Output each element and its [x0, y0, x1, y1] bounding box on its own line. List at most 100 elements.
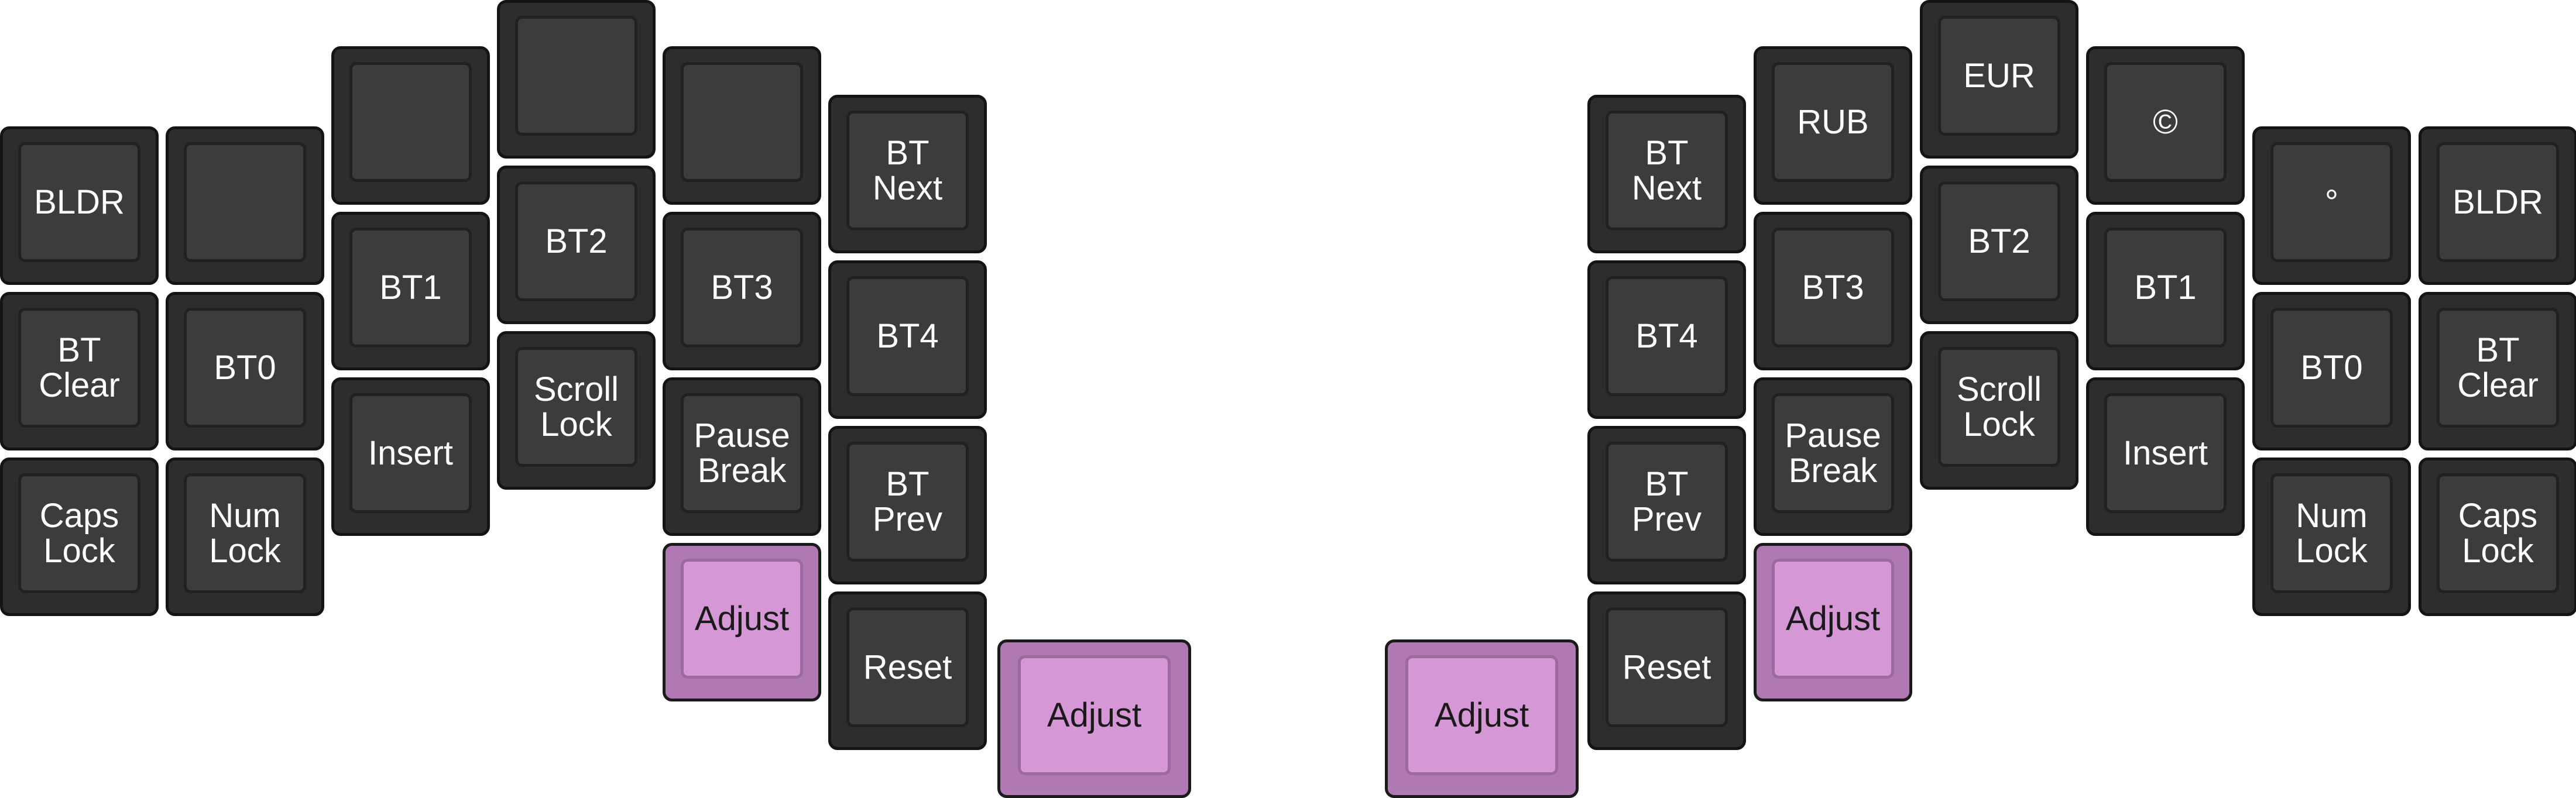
right-key-blank: °: [2252, 126, 2411, 285]
right-key-bt-next: BT Next: [1587, 95, 1746, 253]
right-key-eur: EUR: [1920, 0, 2078, 159]
left-key-bt-prev: BT Prev: [828, 426, 987, 584]
key-legend: Pause Break: [1785, 416, 1881, 490]
keycap-top: [515, 16, 637, 136]
key-legend: ©: [2153, 102, 2178, 141]
key-legend: Adjust: [694, 599, 790, 638]
keycap-top: [18, 308, 140, 428]
key-legend: Caps Lock: [39, 496, 119, 570]
right-key-bt3: BT3: [1754, 212, 1912, 370]
keycap-top: [2437, 473, 2559, 593]
keycap-top: [349, 62, 472, 182]
right-key-bt0: BT0: [2252, 292, 2411, 450]
right-key-bt2: BT2: [1920, 166, 2078, 324]
keycap-top: [681, 393, 803, 513]
key-legend: Reset: [863, 648, 952, 686]
keycap-top: [681, 559, 803, 679]
left-key-bt1: BT1: [331, 212, 490, 370]
key-legend: BT1: [2134, 268, 2197, 307]
key-legend: BLDR: [2452, 183, 2543, 221]
keycap-top: [2270, 308, 2393, 428]
keycap-top: [2104, 393, 2227, 513]
keycap-top: [1938, 16, 2060, 136]
keycap-top: [1938, 181, 2060, 301]
keycap-top: [2270, 473, 2393, 593]
key-legend: BLDR: [34, 183, 125, 221]
right-key-bt4: BT4: [1587, 260, 1746, 419]
key-legend: Scroll Lock: [1956, 370, 2042, 443]
left-key-num-lock: Num Lock: [166, 458, 324, 616]
keycap-top: [1606, 111, 1728, 231]
key-legend: Num Lock: [2296, 496, 2368, 570]
key-legend: Adjust: [1047, 696, 1142, 734]
keycap-top: [18, 142, 140, 262]
keycap-top: [515, 181, 637, 301]
key-legend: [334, 62, 487, 182]
key-legend: Pause Break: [694, 416, 790, 490]
left-key-bt-clear: BT Clear: [0, 292, 159, 450]
keycap-top: [846, 111, 969, 231]
key-legend: BT Next: [872, 133, 943, 207]
left-key-reset: Reset: [828, 591, 987, 750]
keycap-top: [1405, 655, 1558, 775]
left-key-scroll-lock: Scroll Lock: [497, 331, 656, 490]
key-legend: BT3: [1802, 268, 1864, 307]
key-legend: Insert: [368, 434, 454, 472]
right-key-num-lock: Num Lock: [2252, 458, 2411, 616]
keycap-top: [1772, 228, 1894, 348]
key-legend: BT4: [876, 317, 939, 355]
key-legend: [500, 16, 653, 136]
key-legend: [169, 142, 321, 262]
key-legend: BT3: [711, 268, 773, 307]
key-legend: [666, 62, 818, 182]
left-key-adjust: Adjust: [997, 639, 1191, 798]
keycap-top: [184, 473, 306, 593]
left-key-bt-next: BT Next: [828, 95, 987, 253]
key-legend: °: [2324, 183, 2339, 221]
right-key-adjust: Adjust: [1754, 543, 1912, 701]
keycap-top: [349, 228, 472, 348]
key-legend: BT Next: [1631, 133, 1702, 207]
key-legend: BT Clear: [2457, 331, 2539, 404]
key-legend: BT Prev: [1631, 465, 1702, 538]
key-legend: BT Prev: [872, 465, 943, 538]
keycap-top: [2104, 228, 2227, 348]
keycap-top: [1606, 442, 1728, 562]
key-legend: RUB: [1797, 102, 1869, 141]
right-key-insert: Insert: [2086, 377, 2245, 536]
left-key-blank: [497, 0, 656, 159]
keycap-top: [846, 276, 969, 396]
key-legend: Caps Lock: [2458, 496, 2538, 570]
key-legend: Reset: [1622, 648, 1711, 686]
right-key-reset: Reset: [1587, 591, 1746, 750]
keycap-top: [1606, 276, 1728, 396]
key-legend: BT2: [545, 222, 608, 260]
right-key-scroll-lock: Scroll Lock: [1920, 331, 2078, 490]
key-legend: Num Lock: [209, 496, 281, 570]
left-key-adjust: Adjust: [663, 543, 821, 701]
key-legend: BT2: [1968, 222, 2030, 260]
keycap-top: [1018, 655, 1171, 775]
right-key-blank: ©: [2086, 46, 2245, 205]
left-key-blank: [663, 46, 821, 205]
left-key-blank: [331, 46, 490, 205]
left-key-bt4: BT4: [828, 260, 987, 419]
left-key-caps-lock: Caps Lock: [0, 458, 159, 616]
right-key-pause-break: Pause Break: [1754, 377, 1912, 536]
keycap-top: [1606, 607, 1728, 727]
keycap-top: [515, 347, 637, 467]
keycap-top: [1938, 347, 2060, 467]
left-key-bt3: BT3: [663, 212, 821, 370]
left-key-insert: Insert: [331, 377, 490, 536]
key-legend: BT1: [379, 268, 442, 307]
right-key-bt-clear: BT Clear: [2419, 292, 2576, 450]
key-legend: Adjust: [1785, 599, 1881, 638]
keycap-top: [2437, 142, 2559, 262]
key-legend: BT Clear: [39, 331, 120, 404]
key-legend: Insert: [2122, 434, 2208, 472]
right-key-bldr: BLDR: [2419, 126, 2576, 285]
keycap-top: [1772, 62, 1894, 182]
keycap-top: [681, 228, 803, 348]
keycap-top: [2270, 142, 2393, 262]
